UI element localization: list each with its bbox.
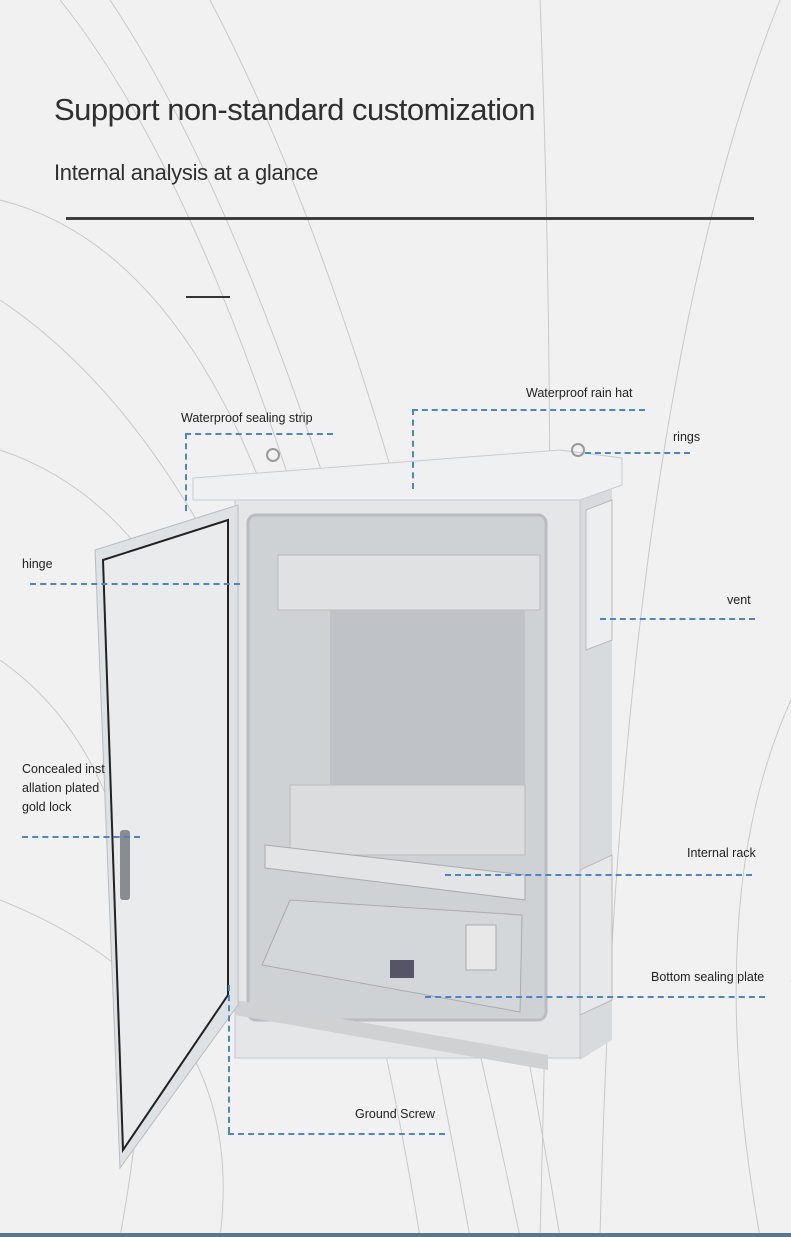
leader-sealing-strip bbox=[185, 433, 333, 435]
label-lock-line2: allation plated bbox=[22, 781, 100, 795]
rain-hat bbox=[192, 449, 623, 501]
lower-vent bbox=[579, 854, 613, 1016]
label-rain-hat: Waterproof rain hat bbox=[526, 386, 633, 400]
back-panel bbox=[330, 600, 525, 800]
leader-hinge bbox=[30, 583, 240, 585]
label-internal-rack: Internal rack bbox=[687, 846, 756, 860]
leader-rain-hat bbox=[412, 409, 645, 411]
label-lock-line3: gold lock bbox=[22, 800, 72, 814]
door-lock bbox=[120, 830, 130, 900]
cable-hole bbox=[390, 960, 414, 978]
leader-sealing-strip-vertical bbox=[185, 433, 187, 511]
terminal-box bbox=[465, 924, 497, 971]
leader-rain-hat-vertical bbox=[412, 409, 414, 489]
top-rack-rail bbox=[277, 554, 541, 611]
leader-ground-screw-vertical bbox=[228, 985, 230, 1133]
leader-ground-screw bbox=[228, 1133, 445, 1135]
header-divider bbox=[66, 217, 754, 220]
page-title: Support non-standard customization bbox=[54, 92, 536, 127]
leader-bottom-plate bbox=[425, 996, 765, 998]
label-bottom-plate: Bottom sealing plate bbox=[651, 970, 765, 984]
ring-left bbox=[266, 448, 280, 462]
label-sealing-strip: Waterproof sealing strip bbox=[181, 411, 313, 425]
short-divider bbox=[186, 296, 230, 298]
page-subtitle: Internal analysis at a glance bbox=[54, 160, 319, 185]
vent bbox=[585, 499, 613, 651]
cabinet-base bbox=[235, 1000, 548, 1070]
mid-rack-rail bbox=[289, 784, 526, 856]
ring-right bbox=[571, 443, 585, 457]
label-hinge: hinge bbox=[22, 557, 53, 571]
label-ground-screw: Ground Screw bbox=[355, 1107, 435, 1121]
leader-lock bbox=[22, 836, 140, 838]
internal-rack bbox=[264, 844, 526, 901]
leader-rings bbox=[585, 452, 690, 454]
label-vent: vent bbox=[727, 593, 751, 607]
label-lock-line1: Concealed inst bbox=[22, 762, 105, 776]
leader-vent bbox=[600, 618, 755, 620]
bottom-bar bbox=[0, 1233, 791, 1237]
label-rings: rings bbox=[673, 430, 701, 444]
leader-internal-rack bbox=[445, 874, 752, 876]
